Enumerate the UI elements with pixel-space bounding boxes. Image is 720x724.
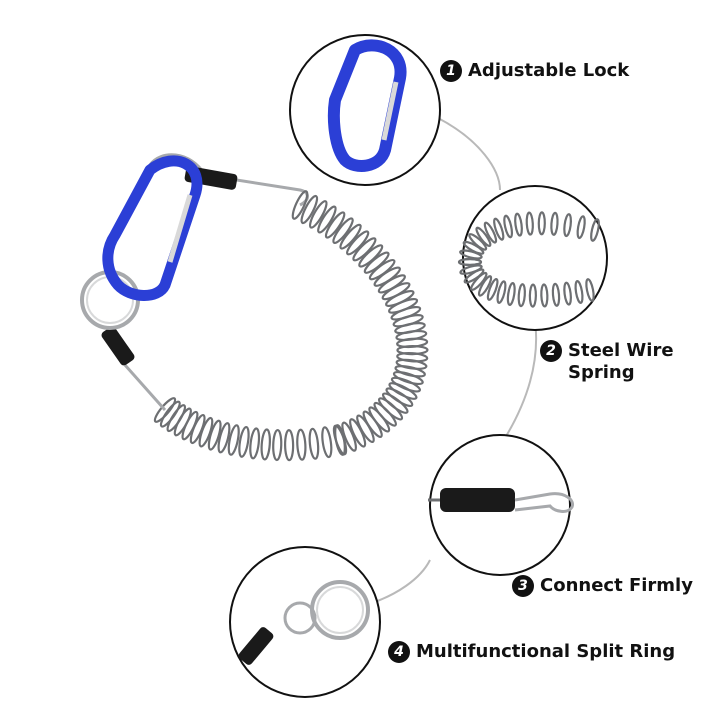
coil-turn xyxy=(477,275,493,297)
coil-turn xyxy=(308,200,328,229)
carabiner xyxy=(102,155,203,301)
connector-arc xyxy=(371,117,538,604)
coil-turn xyxy=(563,213,572,238)
coil-turn xyxy=(352,237,377,262)
feature-label-1: 1 Adjustable Lock xyxy=(440,60,629,82)
carabiner-gate-detail xyxy=(381,81,399,141)
coil-turn xyxy=(341,421,357,452)
coil-turn xyxy=(207,419,222,451)
coil-turn xyxy=(463,268,485,284)
coil-turn xyxy=(514,212,523,237)
split-ring-sleeve xyxy=(238,627,274,665)
feature-2-text-line-1: Steel Wire xyxy=(568,340,674,361)
coil-turn xyxy=(300,194,319,225)
wire-end-detail xyxy=(514,492,575,513)
coil-turn xyxy=(470,271,488,292)
coil-turn xyxy=(217,422,231,454)
coil-turn xyxy=(506,282,516,306)
coil-turn xyxy=(377,397,404,421)
callout-circle-4 xyxy=(229,546,381,698)
coil-turn xyxy=(576,215,586,240)
feature-2-text-line-2: Spring xyxy=(568,362,635,383)
coil-turn xyxy=(517,283,526,308)
coil-turn xyxy=(390,306,422,321)
callout-circle-3 xyxy=(428,434,575,576)
split-ring-inner xyxy=(86,276,134,324)
coil-turn xyxy=(308,427,320,460)
coil-spring xyxy=(153,190,429,462)
coil-turn xyxy=(462,240,485,255)
coil-turn xyxy=(483,221,498,244)
coil-turn xyxy=(238,425,250,458)
feature-1-text: Adjustable Lock xyxy=(468,60,630,81)
feature-4-text: Multifunctional Split Ring xyxy=(416,641,676,662)
coil-turn xyxy=(394,322,426,335)
lower-wire xyxy=(123,364,167,411)
coil-turn xyxy=(486,277,499,301)
coil-turn xyxy=(272,428,283,462)
coil-turn xyxy=(392,314,424,328)
crimp-sleeve-icon xyxy=(440,488,515,512)
callout-circle-2 xyxy=(457,185,608,331)
coil-turn xyxy=(574,280,584,304)
coil-turn xyxy=(590,218,600,242)
badge-2: 2 xyxy=(540,340,562,362)
coil-turn xyxy=(496,280,507,304)
carabiner-icon xyxy=(327,39,407,172)
badge-4: 4 xyxy=(388,641,410,663)
coil-turn xyxy=(551,282,561,307)
coil-turn xyxy=(585,278,595,302)
coil-turn xyxy=(339,223,362,250)
coil-turn xyxy=(459,249,483,260)
coil-turn xyxy=(503,214,514,239)
feature-label-3: 3 Connect Firmly xyxy=(512,575,693,597)
coil-turn xyxy=(334,424,346,456)
coil-turn xyxy=(284,429,295,462)
coil-turn xyxy=(381,392,409,414)
coil-turn xyxy=(457,257,483,267)
coil-turn xyxy=(317,205,337,234)
coil-turn xyxy=(528,283,537,308)
coil-turn xyxy=(475,226,492,248)
badge-1: 1 xyxy=(440,60,462,82)
coil-turn xyxy=(291,190,309,220)
coil-spring-icon xyxy=(457,211,600,308)
coil-turn xyxy=(332,217,354,244)
coil-turn xyxy=(260,428,271,461)
carabiner-gate xyxy=(167,194,193,263)
badge-3: 3 xyxy=(512,575,534,597)
coil-turn xyxy=(540,283,549,308)
coil-turn xyxy=(227,424,240,456)
feature-3-text: Connect Firmly xyxy=(540,575,693,596)
coil-turn xyxy=(493,217,505,241)
coil-turn xyxy=(468,233,488,251)
coil-turn xyxy=(525,211,534,236)
coil-turn xyxy=(563,281,572,306)
coil-turn xyxy=(537,211,546,236)
coil-turn xyxy=(346,230,370,256)
coil-turn xyxy=(324,211,346,239)
coil-turn xyxy=(459,264,483,275)
coil-turn xyxy=(159,400,181,428)
coil-turn xyxy=(296,428,307,461)
coil-turn xyxy=(249,427,261,460)
feature-label-2: 2 Steel Wire Spring xyxy=(540,340,674,384)
crimp-sleeve-bottom xyxy=(101,326,135,366)
coil-turn xyxy=(550,211,559,236)
small-ring-detail xyxy=(283,601,317,635)
coil-turn xyxy=(349,418,367,448)
callout-circle-1 xyxy=(289,34,441,186)
feature-label-4: 4 Multifunctional Split Ring xyxy=(388,641,675,663)
main-product xyxy=(80,153,429,462)
coil-turn xyxy=(321,426,333,459)
